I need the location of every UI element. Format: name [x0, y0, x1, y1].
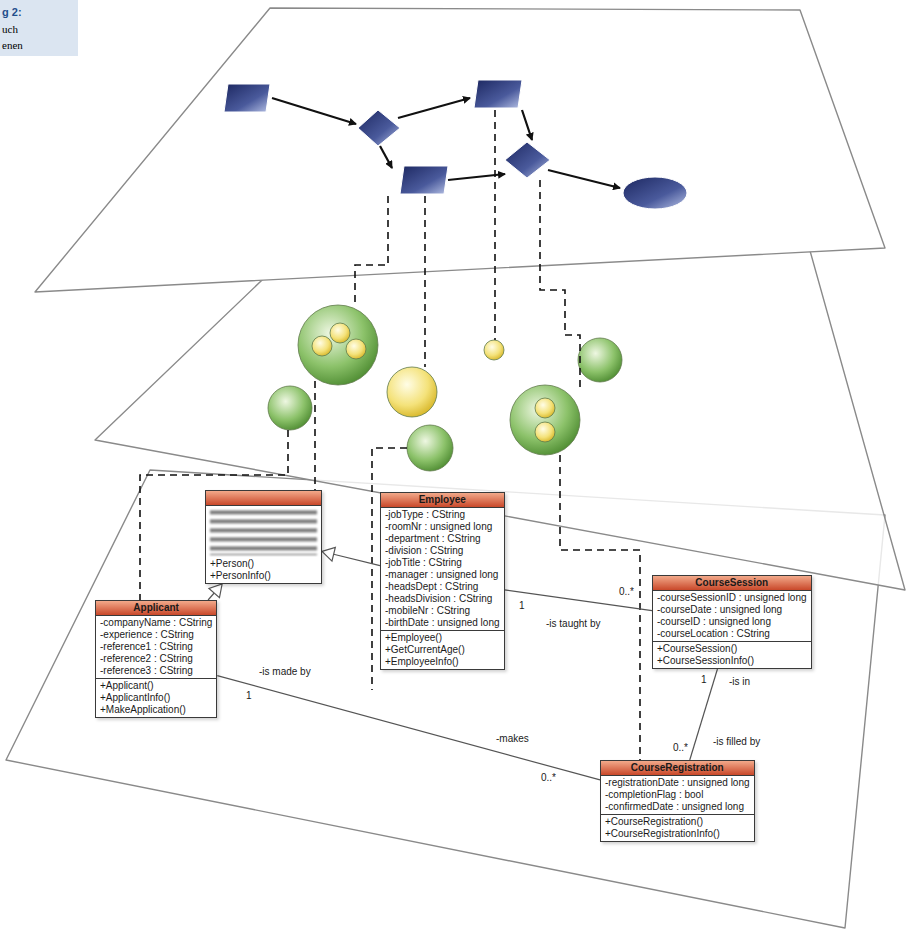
attribute: -companyName : CString [100, 617, 212, 629]
operation: +EmployeeInfo() [385, 656, 500, 668]
operation: +MakeApplication() [100, 704, 212, 716]
attribute-list: -courseSessionID : unsigned long-courseD… [653, 591, 811, 641]
multiplicity: 0..* [618, 586, 635, 598]
attribute: -headsDept : CString [385, 581, 500, 593]
class-name: CourseSession [653, 576, 811, 591]
operation: +ApplicantInfo() [100, 692, 212, 704]
component-circles [268, 305, 622, 471]
attribute: -birthDate : unsigned long [385, 617, 500, 629]
attribute: -confirmedDate : unsigned long [605, 801, 750, 813]
association-name: -is made by [258, 666, 312, 678]
attribute: -headsDivision : CString [385, 593, 500, 605]
generalization-line [322, 547, 380, 565]
caption-fragment: enen [2, 38, 23, 52]
process-shapes [224, 80, 687, 209]
operation: +CourseRegistration() [605, 816, 750, 828]
association-name: -is taught by [545, 618, 601, 630]
class-box: CourseSession-courseSessionID : unsigned… [652, 575, 812, 669]
role-name: -is filled by [712, 736, 761, 748]
attribute: -courseID : unsigned long [657, 616, 807, 628]
operation: +Person() [210, 558, 317, 570]
attribute: -registrationDate : unsigned long [605, 777, 750, 789]
operation: +CourseRegistrationInfo() [605, 828, 750, 840]
blurred-attributes [210, 508, 317, 555]
operation-list: +Applicant()+ApplicantInfo()+MakeApplica… [96, 678, 216, 717]
attribute: -manager : unsigned long [385, 569, 500, 581]
multiplicity: 0..* [540, 772, 557, 784]
multiplicity: 1 [245, 690, 253, 702]
class-name: Applicant [96, 601, 216, 616]
attribute: -experience : CString [100, 629, 212, 641]
operation-list: +Person()+PersonInfo() [206, 557, 321, 583]
caption-fragment: uch [2, 22, 18, 36]
class-name: CourseRegistration [601, 761, 754, 776]
operation-list: +Employee()+GetCurrentAge()+EmployeeInfo… [381, 630, 504, 669]
caption-panel [0, 0, 78, 56]
attribute: -department : CString [385, 533, 500, 545]
attribute: -jobTitle : CString [385, 557, 500, 569]
multiplicity: 1 [700, 674, 708, 686]
attribute: -jobType : CString [385, 509, 500, 521]
class-name [206, 491, 321, 506]
class-box: Applicant-companyName : CString-experien… [95, 600, 217, 718]
operation: +Applicant() [100, 680, 212, 692]
attribute: -courseLocation : CString [657, 628, 807, 640]
connector-line [217, 676, 600, 780]
operation: +CourseSessionInfo() [657, 655, 807, 667]
generalization-head [209, 584, 222, 598]
generalization-head [322, 547, 335, 561]
association-name: -is in [728, 676, 751, 688]
multiplicity: 1 [518, 600, 526, 612]
operation-list: +CourseRegistration()+CourseRegistration… [601, 814, 754, 841]
attribute: -courseDate : unsigned long [657, 604, 807, 616]
caption-fragment: g 2: [2, 5, 22, 19]
operation-list: +CourseSession()+CourseSessionInfo() [653, 641, 811, 668]
multiplicity: 0..* [672, 742, 689, 754]
class-box: Employee-jobType : CString-roomNr : unsi… [380, 492, 505, 670]
association-line [217, 676, 600, 780]
attribute: -division : CString [385, 545, 500, 557]
attribute-list: -jobType : CString-roomNr : unsigned lon… [381, 508, 504, 630]
attribute: -completionFlag : bool [605, 789, 750, 801]
operation: +PersonInfo() [210, 570, 317, 582]
class-box: CourseRegistration-registrationDate : un… [600, 760, 755, 842]
role-name: -makes [495, 733, 530, 745]
attribute: -roomNr : unsigned long [385, 521, 500, 533]
connector-line [334, 554, 380, 565]
attribute: -mobileNr : CString [385, 605, 500, 617]
generalization-line [208, 584, 222, 600]
attribute-list: -companyName : CString-experience : CStr… [96, 616, 216, 678]
operation: +Employee() [385, 632, 500, 644]
attribute-list: -registrationDate : unsigned long-comple… [601, 776, 754, 814]
attribute: -reference1 : CString [100, 641, 212, 653]
operation: +CourseSession() [657, 643, 807, 655]
process-plane [35, 8, 885, 292]
attribute: -reference3 : CString [100, 665, 212, 677]
class-box: +Person()+PersonInfo() [205, 490, 322, 584]
attribute: -reference2 : CString [100, 653, 212, 665]
connector-line [208, 593, 214, 600]
operation: +GetCurrentAge() [385, 644, 500, 656]
attribute: -courseSessionID : unsigned long [657, 592, 807, 604]
class-name: Employee [381, 493, 504, 508]
